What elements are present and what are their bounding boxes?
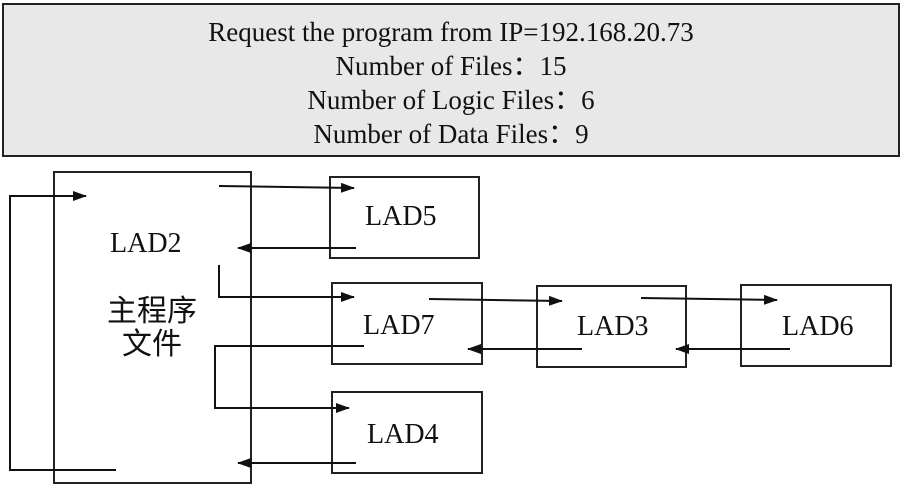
arrow-lad7-to-lad3 xyxy=(428,295,563,306)
main-program-box: LAD2 主程序 文件 xyxy=(53,171,252,484)
main-program-title: LAD2 xyxy=(110,228,182,259)
data-file-count-text: Number of Data Files：9 xyxy=(313,119,589,149)
arrow-lad3-to-lad6 xyxy=(640,294,778,305)
arrow-lad2-to-lad5 xyxy=(218,182,355,193)
file-box-lad7: LAD7 xyxy=(331,282,483,365)
loop-back-arrow xyxy=(9,191,116,471)
file-label-lad5: LAD5 xyxy=(365,201,437,232)
file-label-lad4: LAD4 xyxy=(367,419,439,450)
main-program-desc-line2: 文件 xyxy=(122,327,182,362)
file-label-lad7: LAD7 xyxy=(363,310,435,341)
logic-file-count-text: Number of Logic Files：6 xyxy=(307,85,595,115)
program-info-panel: Request the program from IP=192.168.20.7… xyxy=(2,3,900,157)
request-ip-text: Request the program from IP=192.168.20.7… xyxy=(208,17,694,47)
file-label-lad3: LAD3 xyxy=(577,311,649,342)
arrow-lad2-to-lad7 xyxy=(218,265,355,302)
main-program-desc-line1: 主程序 xyxy=(107,294,197,329)
arrow-lad7-to-lad4 xyxy=(214,345,364,413)
file-label-lad6: LAD6 xyxy=(782,311,854,342)
main-program-description: 主程序 文件 xyxy=(104,295,200,361)
file-count-text: Number of Files：15 xyxy=(335,51,567,81)
file-box-lad4: LAD4 xyxy=(331,391,483,474)
